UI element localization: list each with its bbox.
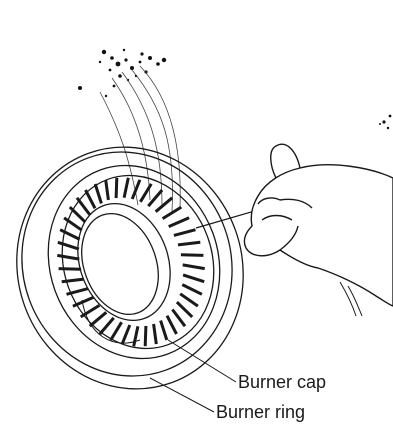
debris-particle (118, 74, 122, 78)
burner-slot (100, 318, 114, 334)
debris-particle (130, 66, 134, 70)
burner-slot (180, 294, 198, 306)
burner-slot (111, 322, 122, 340)
burner-slot (183, 275, 204, 282)
burner-cap-label: Burner cap (238, 372, 326, 392)
burner-slot (183, 265, 205, 269)
burner-ring-label: Burner ring (216, 402, 305, 422)
burner-slot (161, 321, 167, 340)
burner-slot (70, 207, 85, 222)
debris-particle (123, 49, 125, 51)
burner-slot (169, 218, 189, 227)
ring-leader (150, 378, 214, 412)
burner-slot (134, 326, 138, 346)
burner-slot (154, 324, 157, 344)
burner-slot (58, 242, 79, 249)
debris-particle (140, 52, 143, 55)
debris-particle (162, 58, 166, 62)
burner-slot (57, 255, 79, 259)
burner-slot (156, 198, 173, 212)
burner-slot (167, 316, 177, 334)
burner-slot (77, 198, 90, 215)
burner-assembly-icon (0, 115, 277, 421)
debris-particle (102, 50, 106, 54)
burner-slot (116, 178, 117, 198)
burner-slot (122, 325, 130, 344)
burner-slot (182, 285, 202, 295)
burner-slot (178, 242, 200, 245)
burner-slot (124, 178, 128, 198)
debris-particle (105, 95, 107, 97)
burner-slot (90, 312, 107, 326)
debris-particle (113, 85, 116, 88)
motion-lines (100, 66, 180, 212)
debris-particle (110, 56, 114, 60)
debris-particle (78, 86, 82, 90)
right-debris (379, 115, 391, 130)
debris-particle (99, 61, 101, 63)
debris-particle (156, 62, 160, 66)
debris-particle (124, 58, 127, 61)
debris-particle (148, 56, 152, 60)
burner-slot (148, 190, 162, 206)
debris-particle (109, 69, 112, 72)
burner-slot (172, 310, 185, 327)
burner-slot (181, 255, 204, 256)
burner-slot (59, 269, 82, 270)
burner-slot (174, 230, 196, 236)
burner-slot (106, 180, 109, 200)
burner-slot (62, 279, 84, 282)
debris-particle (116, 62, 121, 67)
debris-particles-icon (78, 49, 166, 97)
debris-particle (139, 61, 142, 64)
burner-slot (95, 184, 101, 203)
burner-slot (86, 190, 96, 208)
burner-slot (145, 326, 146, 346)
burner-slot (177, 302, 192, 317)
